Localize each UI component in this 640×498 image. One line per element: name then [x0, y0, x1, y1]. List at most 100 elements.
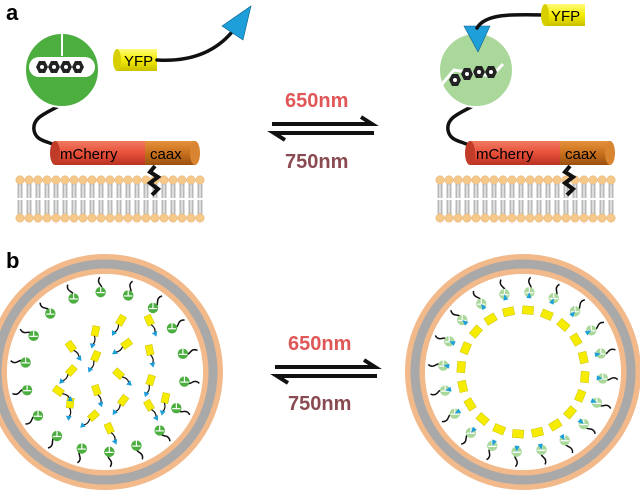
membrane-anchored-phy-left	[10, 276, 200, 468]
lipid-tail	[35, 200, 41, 214]
lipid-tail	[545, 200, 551, 214]
lipid-head	[114, 213, 124, 223]
lipid-head	[570, 213, 580, 223]
lipid-tail	[572, 200, 578, 214]
yfp-pif	[111, 313, 127, 336]
lipid-tail	[53, 200, 59, 214]
caax-label: caax	[565, 146, 597, 163]
lipid-head	[597, 175, 607, 185]
lipid-head	[588, 175, 598, 185]
lipid-head	[444, 175, 454, 185]
reverse-wavelength-a: 750nm	[285, 151, 348, 173]
yfp-pif	[59, 364, 78, 384]
lipid-tail	[464, 200, 470, 214]
pif-arrow-icon	[577, 418, 584, 425]
pif-arrow-icon	[67, 396, 73, 402]
mcherry-cylinder: mCherry	[465, 141, 560, 165]
lipid-tail	[572, 184, 578, 198]
yfp-icon	[475, 412, 490, 427]
panel-a-label: a	[6, 0, 19, 25]
yfp-icon	[569, 332, 583, 347]
lipid-head	[543, 175, 553, 185]
pif-arrow-icon	[445, 386, 452, 392]
lipid-head	[507, 175, 517, 185]
lipid-tail	[26, 200, 32, 214]
lipid-head	[177, 213, 187, 223]
bound-state: YFP mCherry caax	[438, 4, 615, 197]
pif-arrow-icon	[143, 391, 150, 398]
lipid-tail	[500, 184, 506, 198]
caax-label: caax	[150, 146, 182, 163]
yfp-pif	[51, 384, 73, 402]
pif-arrow-icon	[590, 398, 597, 403]
caax-cylinder: caax	[560, 141, 615, 165]
pif-arrow-icon	[594, 352, 601, 358]
lipid-tail	[581, 184, 587, 198]
lipid-head	[471, 213, 481, 223]
lipid-head	[480, 213, 490, 223]
lipid-tail	[509, 184, 515, 198]
lipid-head	[552, 175, 562, 185]
lipid-head	[132, 175, 142, 185]
lipid-head	[498, 213, 508, 223]
lipid-head	[606, 213, 616, 223]
pif-arrow-icon	[569, 311, 576, 318]
yfp-pif	[80, 409, 100, 428]
linker-tether	[446, 102, 478, 152]
lipid-tail	[545, 184, 551, 198]
forward-wavelength-b: 650nm	[288, 333, 351, 355]
pif-arrow-icon	[76, 355, 82, 361]
pif-arrow-icon	[87, 366, 94, 373]
yfp-pif	[87, 349, 102, 373]
lipid-tail	[590, 200, 596, 214]
lipid-head	[114, 175, 124, 185]
lipid-head	[543, 213, 553, 223]
lipid-head	[123, 175, 133, 185]
lipid-tail	[464, 184, 470, 198]
lipid-head	[15, 175, 25, 185]
lipid-head	[60, 175, 70, 185]
lipid-tail	[437, 200, 443, 214]
pif-arrow-icon	[526, 292, 532, 299]
lipid-tail	[134, 200, 140, 214]
chromophore-icon	[36, 61, 84, 73]
lipid-tail	[590, 184, 596, 198]
lipid-tail	[536, 184, 542, 198]
yfp-icon	[463, 397, 477, 412]
lipid-head	[42, 175, 52, 185]
lipid-tail	[89, 200, 95, 214]
lipid-head	[525, 213, 535, 223]
lipid-tail	[536, 200, 542, 214]
lipid-head	[24, 213, 34, 223]
pif-arrow-icon	[549, 298, 554, 305]
pif-arrow-icon	[59, 378, 65, 384]
pif-arrow-icon	[89, 343, 96, 349]
pif-arrow-icon	[112, 409, 118, 415]
lipid-head	[69, 175, 79, 185]
lipid-head	[69, 213, 79, 223]
lipid-tail	[599, 200, 605, 214]
lipid-head	[444, 213, 454, 223]
lipid-bilayer-left	[15, 175, 205, 223]
pif-arrow-icon	[514, 445, 520, 452]
lipid-head	[150, 213, 160, 223]
pif-arrow-icon	[97, 401, 104, 408]
lipid-tail	[116, 200, 122, 214]
lipid-tail	[188, 200, 194, 214]
pif-arrow-icon	[596, 375, 603, 381]
lipid-head	[480, 175, 490, 185]
yfp-icon	[457, 379, 469, 393]
lipid-head	[471, 175, 481, 185]
lipid-head	[489, 175, 499, 185]
lipid-head	[588, 213, 598, 223]
yfp-pif	[143, 373, 156, 398]
reverse-wavelength-b: 750nm	[288, 393, 351, 415]
lipid-head	[96, 213, 106, 223]
lipid-tail	[71, 184, 77, 198]
lipid-head	[51, 175, 61, 185]
lipid-head	[132, 213, 142, 223]
lipid-tail	[26, 184, 32, 198]
lipid-head	[195, 213, 205, 223]
lipid-head	[24, 175, 34, 185]
yfp-icon	[511, 429, 525, 439]
